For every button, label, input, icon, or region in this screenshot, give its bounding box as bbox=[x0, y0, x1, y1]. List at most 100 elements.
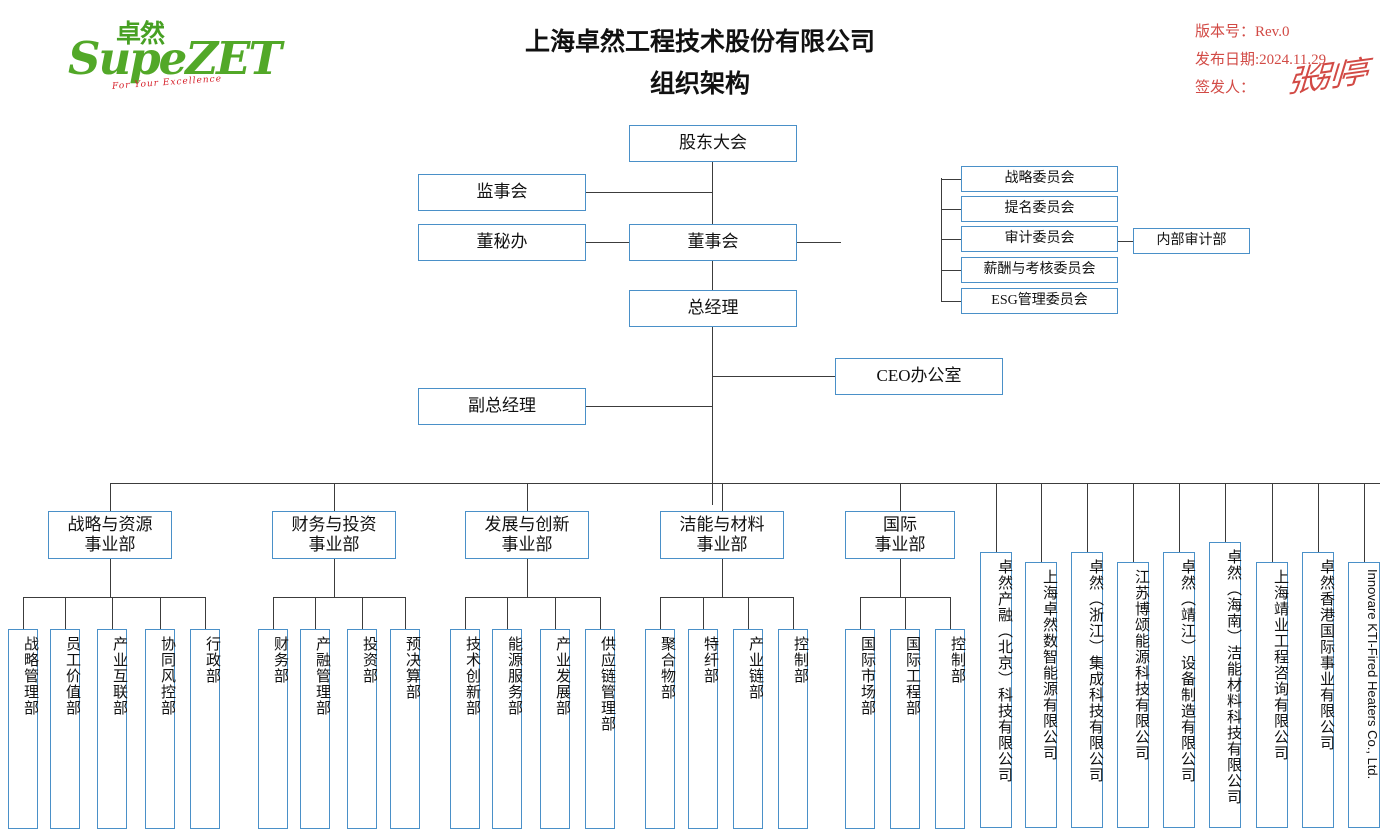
box-department-4-2[interactable]: 控制部 bbox=[935, 629, 965, 829]
connector-bus-to-division-0 bbox=[110, 483, 112, 511]
box-division-0[interactable]: 战略与资源事业部 bbox=[48, 511, 172, 559]
box-supervisory-board[interactable]: 监事会 bbox=[418, 174, 586, 211]
box-subsidiary-4[interactable]: 卓然（靖江）设备制造有限公司 bbox=[1163, 552, 1195, 828]
box-department-0-4-label: 行政部 bbox=[204, 636, 220, 684]
box-committee-2[interactable]: 审计委员会 bbox=[961, 226, 1118, 252]
box-department-4-0-label: 国际市场部 bbox=[859, 636, 875, 716]
box-subsidiary-8-label: Innovare KTI-Fired Heaters Co., Ltd. bbox=[1365, 569, 1380, 780]
connector-dept-3-3 bbox=[793, 597, 795, 629]
box-division-2[interactable]: 发展与创新事业部 bbox=[465, 511, 589, 559]
box-internal-audit[interactable]: 内部审计部 bbox=[1133, 228, 1250, 254]
box-subsidiary-2[interactable]: 卓然（浙江）集成科技有限公司 bbox=[1071, 552, 1103, 828]
box-subsidiary-3[interactable]: 江苏博颂能源科技有限公司 bbox=[1117, 562, 1149, 828]
connector-dept-3-1 bbox=[703, 597, 705, 629]
connector-committee-stub-4 bbox=[941, 301, 961, 303]
box-department-3-1[interactable]: 特纤部 bbox=[688, 629, 718, 829]
box-subsidiary-7[interactable]: 卓然香港国际事业有限公司 bbox=[1302, 552, 1334, 828]
box-subsidiary-0[interactable]: 卓然产融（北京）科技有限公司 bbox=[980, 552, 1012, 828]
box-subsidiary-5[interactable]: 卓然（海南）洁能材料科技有限公司 bbox=[1209, 542, 1241, 828]
box-division-1[interactable]: 财务与投资事业部 bbox=[272, 511, 396, 559]
connector-bus-to-division-2 bbox=[527, 483, 529, 511]
box-department-3-0-label: 聚合物部 bbox=[659, 636, 675, 700]
box-division-3[interactable]: 洁能与材料事业部 bbox=[660, 511, 784, 559]
box-department-1-0[interactable]: 财务部 bbox=[258, 629, 288, 829]
box-department-0-3[interactable]: 协同风控部 bbox=[145, 629, 175, 829]
connector-division-1-stem bbox=[334, 559, 336, 598]
box-general-manager-label: 总经理 bbox=[687, 298, 739, 318]
box-department-1-3[interactable]: 预决算部 bbox=[390, 629, 420, 829]
box-department-3-3[interactable]: 控制部 bbox=[778, 629, 808, 829]
box-ceo-office[interactable]: CEO办公室 bbox=[835, 358, 1003, 395]
connector-bus-to-division-4 bbox=[900, 483, 902, 511]
box-department-4-0[interactable]: 国际市场部 bbox=[845, 629, 875, 829]
box-department-4-2-label: 控制部 bbox=[949, 636, 965, 684]
box-subsidiary-6[interactable]: 上海靖业工程咨询有限公司 bbox=[1256, 562, 1288, 828]
box-department-3-2[interactable]: 产业链部 bbox=[733, 629, 763, 829]
box-committee-1[interactable]: 提名委员会 bbox=[961, 196, 1118, 222]
connector-dept-2-2 bbox=[555, 597, 557, 629]
box-board-secretary-office[interactable]: 董秘办 bbox=[418, 224, 586, 261]
box-department-1-1-label: 产融管理部 bbox=[314, 636, 330, 716]
box-department-0-1[interactable]: 员工价值部 bbox=[50, 629, 80, 829]
connector-audit-committee-to-internal-audit bbox=[1118, 241, 1133, 243]
box-department-0-0[interactable]: 战略管理部 bbox=[8, 629, 38, 829]
page-title-line2: 组织架构 bbox=[649, 71, 750, 98]
connector-dept-0-1 bbox=[65, 597, 67, 629]
issuer-row: 签发人： 张别亭 bbox=[1195, 54, 1366, 102]
connector-dept-3-2 bbox=[748, 597, 750, 629]
box-subsidiary-0-label: 卓然产融（北京）科技有限公司 bbox=[996, 559, 1012, 783]
connector-dept-2-1 bbox=[507, 597, 509, 629]
connector-ceo-office bbox=[712, 376, 835, 378]
box-subsidiary-1[interactable]: 上海卓然数智能源有限公司 bbox=[1025, 562, 1057, 828]
box-department-2-3[interactable]: 供应链管理部 bbox=[585, 629, 615, 829]
box-subsidiary-7-label: 卓然香港国际事业有限公司 bbox=[1318, 559, 1334, 751]
box-division-4[interactable]: 国际事业部 bbox=[845, 511, 955, 559]
box-committee-0[interactable]: 战略委员会 bbox=[961, 166, 1118, 192]
box-department-2-3-label: 供应链管理部 bbox=[599, 636, 615, 732]
box-deputy-general-manager[interactable]: 副总经理 bbox=[418, 388, 586, 425]
box-department-1-3-label: 预决算部 bbox=[404, 636, 420, 700]
issuer-label: 签发人： bbox=[1195, 80, 1256, 96]
connector-dept-0-4 bbox=[205, 597, 207, 629]
box-subsidiary-6-label: 上海靖业工程咨询有限公司 bbox=[1272, 569, 1288, 761]
connector-deputy-to-trunk bbox=[586, 406, 712, 408]
box-department-2-0[interactable]: 技术创新部 bbox=[450, 629, 480, 829]
box-department-0-2[interactable]: 产业互联部 bbox=[97, 629, 127, 829]
connector-dept-2-0 bbox=[465, 597, 467, 629]
box-division-3-label: 洁能与材料事业部 bbox=[679, 514, 765, 554]
box-board-of-directors[interactable]: 董事会 bbox=[629, 224, 797, 261]
box-ceo-office-label: CEO办公室 bbox=[876, 366, 962, 386]
connector-board-to-committee-bus bbox=[797, 242, 841, 244]
box-subsidiary-5-label: 卓然（海南）洁能材料科技有限公司 bbox=[1225, 549, 1241, 805]
box-shareholders-meeting[interactable]: 股东大会 bbox=[629, 125, 797, 162]
connector-board-to-gm bbox=[712, 261, 714, 290]
connector-bus-to-subsidiary-0 bbox=[996, 483, 998, 552]
connector-division-0-bus bbox=[23, 597, 205, 599]
box-committee-4[interactable]: ESG管理委员会 bbox=[961, 288, 1118, 314]
connector-supervisory-to-trunk bbox=[586, 192, 712, 194]
box-committee-3[interactable]: 薪酬与考核委员会 bbox=[961, 257, 1118, 283]
box-department-4-1-label: 国际工程部 bbox=[904, 636, 920, 716]
connector-bus-to-division-1 bbox=[334, 483, 336, 511]
connector-committee-stub-1 bbox=[941, 209, 961, 211]
connector-bus-to-subsidiary-3 bbox=[1133, 483, 1135, 562]
box-department-4-1[interactable]: 国际工程部 bbox=[890, 629, 920, 829]
box-subsidiary-3-label: 江苏博颂能源科技有限公司 bbox=[1133, 569, 1149, 761]
box-department-0-4[interactable]: 行政部 bbox=[190, 629, 220, 829]
box-department-1-2-label: 投资部 bbox=[361, 636, 377, 684]
box-division-2-label: 发展与创新事业部 bbox=[484, 514, 570, 554]
box-department-3-0[interactable]: 聚合物部 bbox=[645, 629, 675, 829]
box-department-2-1[interactable]: 能源服务部 bbox=[492, 629, 522, 829]
box-general-manager[interactable]: 总经理 bbox=[629, 290, 797, 327]
box-department-1-2[interactable]: 投资部 bbox=[347, 629, 377, 829]
box-department-2-2[interactable]: 产业发展部 bbox=[540, 629, 570, 829]
connector-bus-to-division-3 bbox=[722, 483, 724, 511]
box-subsidiary-8[interactable]: Innovare KTI-Fired Heaters Co., Ltd. bbox=[1348, 562, 1380, 828]
connector-main-bus bbox=[110, 483, 1380, 485]
connector-dept-2-3 bbox=[600, 597, 602, 629]
connector-dept-1-1 bbox=[315, 597, 317, 629]
connector-division-0-stem bbox=[110, 559, 112, 598]
document-meta: 版本号：Rev.0 发布日期:2024.11.29 签发人： 张别亭 bbox=[1195, 18, 1366, 102]
box-department-1-1[interactable]: 产融管理部 bbox=[300, 629, 330, 829]
